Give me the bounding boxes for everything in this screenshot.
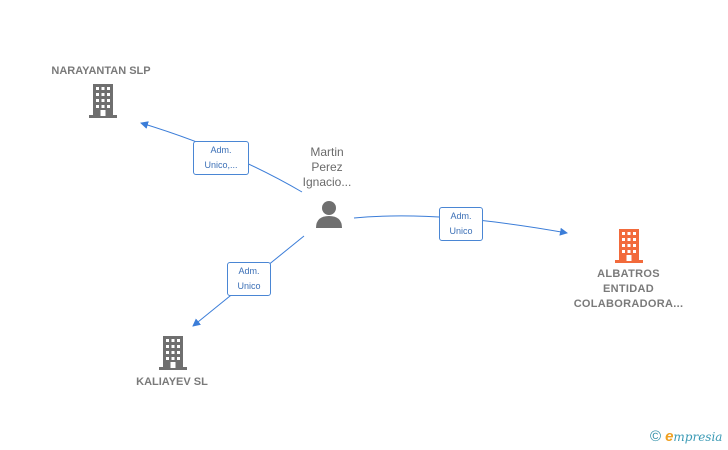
copyright-symbol: © [650, 428, 662, 445]
building-icon[interactable] [613, 229, 645, 263]
node-label-line: Martin [310, 145, 344, 159]
building-icon[interactable] [157, 336, 189, 370]
node-label-line: ALBATROS [597, 268, 660, 280]
node-label-line: ENTIDAD [603, 283, 654, 295]
building-icon[interactable] [87, 84, 119, 118]
node-label-line: Ignacio... [302, 175, 352, 189]
edge-label-line: Unico [237, 281, 261, 291]
node-label-albatros[interactable]: ALBATROS ENTIDAD COLABORADORA... [556, 267, 701, 312]
edge-label-line: Adm. [238, 266, 260, 276]
edge-label-narayantan[interactable]: Adm. Unico,... [193, 141, 249, 175]
node-label-kaliayev[interactable]: KALIAYEV SL [136, 376, 208, 388]
edge-label-line: Unico,... [204, 160, 238, 170]
node-label-narayantan[interactable]: NARAYANTAN SLP [51, 65, 151, 77]
edge-label-line: Adm. [450, 211, 472, 221]
edge-label-line: Adm. [210, 145, 232, 155]
edge-label-line: Unico [449, 226, 473, 236]
brand-logo-name: mpresia [673, 430, 723, 444]
edge-label-albatros[interactable]: Adm. Unico [439, 207, 483, 241]
node-label-line: Perez [311, 160, 343, 174]
node-label-person[interactable]: Martin Perez Ignacio... [290, 145, 364, 190]
brand-logo-initial: e [665, 428, 674, 445]
node-label-line: COLABORADORA... [573, 298, 684, 310]
person-icon[interactable] [315, 200, 343, 228]
brand-watermark: ©empresia [650, 428, 722, 445]
edge-label-kaliayev[interactable]: Adm. Unico [227, 262, 271, 296]
